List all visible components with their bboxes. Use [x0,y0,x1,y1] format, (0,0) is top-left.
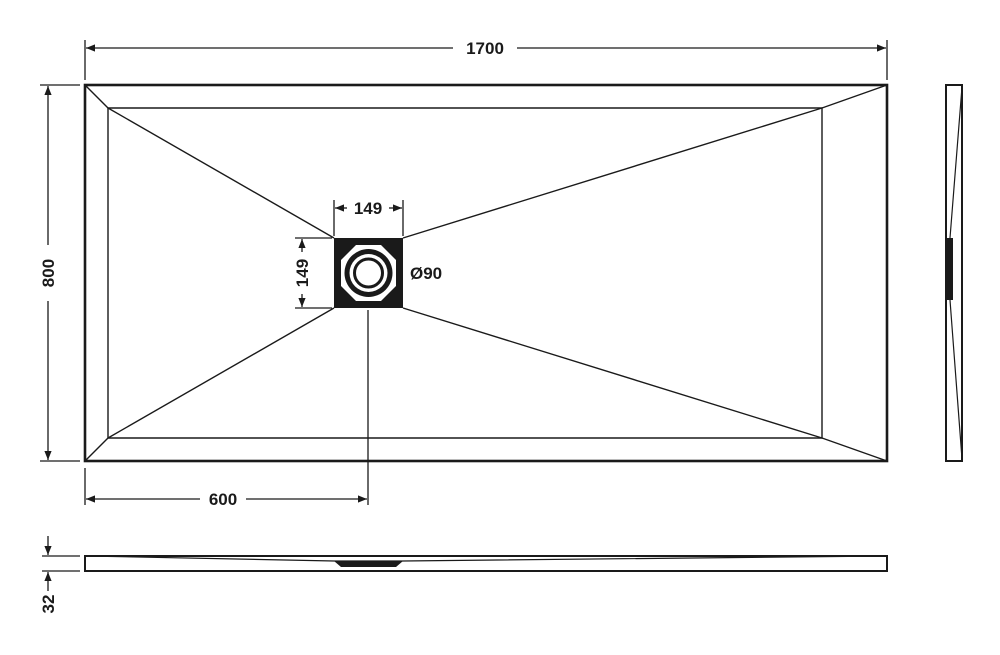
dimension-waste-offset: 600 [84,310,369,509]
fall-lines [107,107,823,439]
dimension-width: 800 [39,84,80,462]
tray-inner-rim [107,107,823,439]
side-elevation [945,84,963,462]
tray-outer-outline [83,83,889,463]
dimension-length: 1700 [84,39,888,80]
label-waste-height: 149 [293,259,312,287]
label-length: 1700 [466,39,504,58]
dimension-waste-height: 149 [293,237,332,309]
waste-hole [353,257,384,289]
plan-view [83,83,889,463]
dimension-tray-height: 32 [39,536,80,613]
rim-bevels [84,84,888,462]
label-waste-offset: 600 [209,490,237,509]
label-width: 800 [39,259,58,287]
label-waste-width: 149 [354,199,382,218]
waste-outlet [334,238,403,308]
dimension-waste-width: 149 [333,199,404,236]
label-tray-height: 32 [39,595,58,614]
label-waste-diameter: Ø90 [410,264,442,283]
front-elevation [84,555,888,572]
